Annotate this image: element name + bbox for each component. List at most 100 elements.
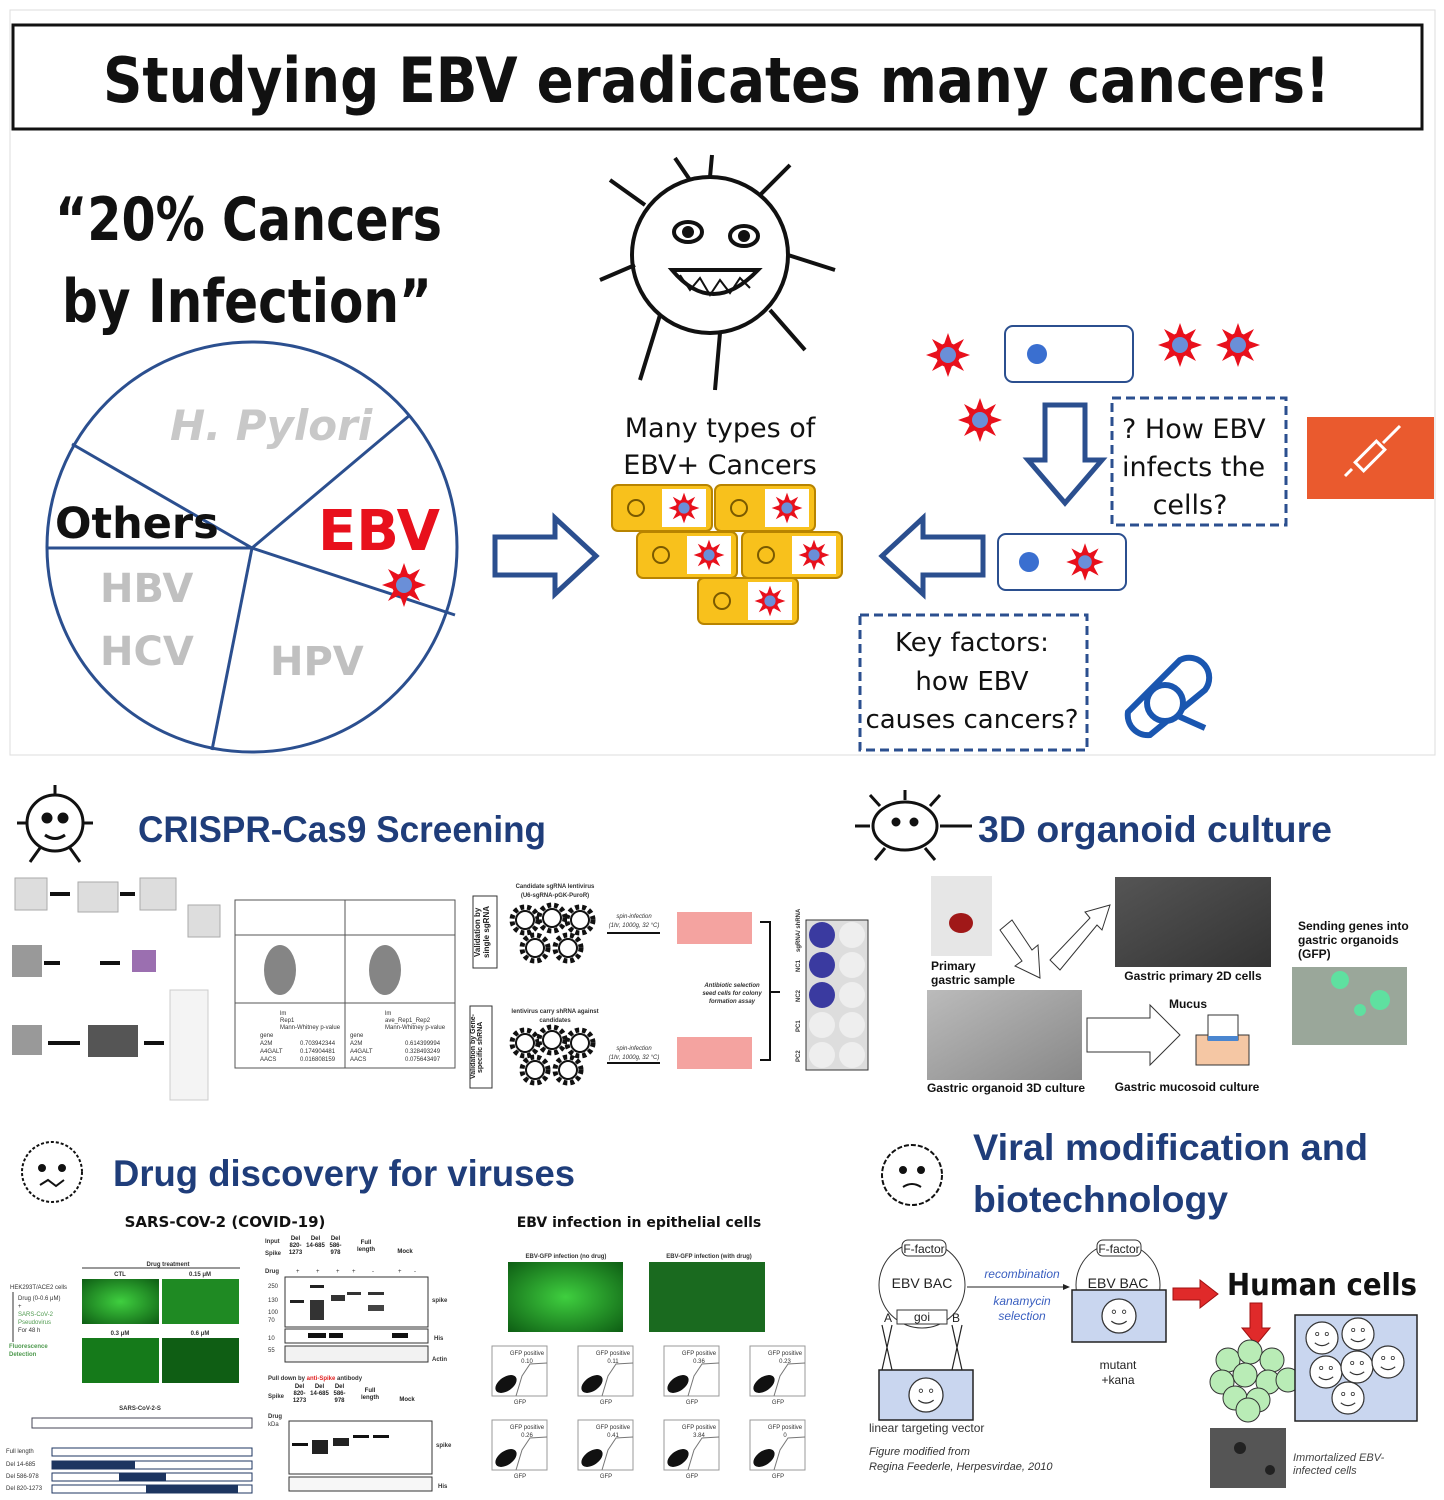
quote-line2: by Infection” xyxy=(62,267,432,337)
svg-text:Fluorescence: Fluorescence xyxy=(9,1344,48,1350)
key-factors-line3: causes cancers? xyxy=(865,705,1078,735)
svg-text:Mann-Whitney p-value: Mann-Whitney p-value xyxy=(385,1025,446,1031)
gfp-positive-label: GFP positive xyxy=(596,1425,631,1431)
viral-title-line2: biotechnology xyxy=(973,1179,1228,1220)
svg-text:Gastric organoid 3D culture: Gastric organoid 3D culture xyxy=(927,1081,1085,1095)
gfp-positive-value: 3.84 xyxy=(693,1433,705,1439)
gfp-axis-label: GFP xyxy=(514,1400,526,1406)
svg-text:+: + xyxy=(18,1304,22,1310)
key-factors-line2: how EBV xyxy=(915,667,1028,697)
svg-text:0.016808159: 0.016808159 xyxy=(300,1057,336,1063)
syringe-icon xyxy=(1343,424,1402,478)
quote-line1: “20% Cancers xyxy=(55,185,442,255)
pulldown-column-header: Mock xyxy=(399,1397,415,1403)
viral-title-line1: Viral modification and xyxy=(973,1127,1368,1168)
svg-text:A4GALT: A4GALT xyxy=(350,1049,373,1055)
pie-label-ebv: EBV xyxy=(318,499,441,564)
svg-text:sgRNA/ shRNA: sgRNA/ shRNA xyxy=(796,908,802,952)
svg-text:NC2: NC2 xyxy=(796,989,802,1002)
svg-text:Antibiotic selection: Antibiotic selection xyxy=(703,983,760,989)
gfp-positive-value: 0.11 xyxy=(607,1359,619,1365)
how-infects-box xyxy=(1110,396,1288,527)
gfp-positive-value: 0.23 xyxy=(779,1359,791,1365)
gfp-axis-label: GFP xyxy=(600,1400,612,1406)
gfp-positive-label: GFP positive xyxy=(768,1425,803,1431)
svg-text:Del 586-978: Del 586-978 xyxy=(6,1474,39,1480)
svg-text:SARS-CoV-2: SARS-CoV-2 xyxy=(18,1312,54,1318)
key-factors-line1: Key factors: xyxy=(895,628,1049,658)
monster-virus-icon xyxy=(599,154,836,391)
many-types-line2: EBV+ Cancers xyxy=(623,450,817,481)
svg-text:0.174904481: 0.174904481 xyxy=(300,1049,336,1055)
svg-text:lm: lm xyxy=(385,1011,391,1017)
svg-text:seed cells for colony: seed cells for colony xyxy=(702,991,762,997)
svg-text:goi: goi xyxy=(914,1310,930,1324)
svg-text:0.703942344: 0.703942344 xyxy=(300,1041,336,1047)
svg-text:Detection: Detection xyxy=(9,1352,37,1358)
validation-shrna-label: Validation by Gene-specific shRNA xyxy=(470,1014,484,1080)
svg-text:ave_Rep1_Rep2: ave_Rep1_Rep2 xyxy=(385,1018,431,1024)
many-types-line1: Many types of xyxy=(625,413,817,444)
svg-text:-: - xyxy=(372,1269,374,1275)
fuzzy-virus-icon xyxy=(881,1144,943,1206)
svg-text:0.075643497: 0.075643497 xyxy=(405,1057,441,1063)
svg-text:Primary: Primary xyxy=(931,959,976,973)
svg-text:EBV-GFP infection (no drug): EBV-GFP infection (no drug) xyxy=(526,1254,607,1260)
svg-text:CTL: CTL xyxy=(114,1272,126,1278)
sars-title: SARS-COV-2 (COVID-19) xyxy=(125,1213,326,1231)
organoid-figure: Primary gastric sample Gastric primary 2… xyxy=(927,876,1409,1095)
gfp-axis-label: GFP xyxy=(772,1474,784,1480)
svg-text:10: 10 xyxy=(268,1336,275,1342)
bac-recombination-diagram: F-factor EBV BAC goi A B linear targetin… xyxy=(869,1239,1418,1488)
svg-text:Drug treatment: Drug treatment xyxy=(146,1262,189,1268)
svg-text:EBV-GFP infection (with drug): EBV-GFP infection (with drug) xyxy=(666,1254,752,1260)
svg-text:Candidate sgRNA lentivirus: Candidate sgRNA lentivirus xyxy=(516,884,595,890)
arrow-down-icon xyxy=(1022,402,1108,507)
syringe-tile xyxy=(1307,417,1434,499)
gfp-axis-label: GFP xyxy=(772,1400,784,1406)
svg-text:-: - xyxy=(414,1269,416,1275)
title-box xyxy=(11,23,1424,131)
screening-results-table: lm Rep1 Mann-Whitney p-value lm ave_Rep1… xyxy=(234,899,456,1069)
svg-text:+: + xyxy=(336,1269,340,1275)
crispr-title: CRISPR-Cas9 Screening xyxy=(138,809,546,850)
svg-text:0.614399994: 0.614399994 xyxy=(405,1041,441,1047)
page-title: Studying EBV eradicates many cancers! xyxy=(103,44,1330,117)
svg-text:100: 100 xyxy=(268,1310,279,1316)
svg-text:+: + xyxy=(352,1269,356,1275)
svg-text:70: 70 xyxy=(268,1318,275,1324)
svg-text:His: His xyxy=(434,1336,444,1342)
pulldown-column-header: Del 820-1273 xyxy=(292,1384,307,1404)
spiky-virus-icon xyxy=(855,790,972,861)
svg-text:selection: selection xyxy=(998,1309,1046,1323)
svg-text:+: + xyxy=(296,1269,300,1275)
svg-text:His: His xyxy=(438,1484,448,1490)
svg-text:Mucus: Mucus xyxy=(1169,997,1207,1011)
gfp-positive-label: GFP positive xyxy=(596,1351,631,1357)
pie-label-others: Others xyxy=(55,499,219,549)
svg-text:+: + xyxy=(316,1269,320,1275)
svg-text:kanamycin: kanamycin xyxy=(993,1294,1051,1308)
gfp-axis-label: GFP xyxy=(686,1474,698,1480)
svg-text:HEK293T/ACE2 cells: HEK293T/ACE2 cells xyxy=(10,1285,67,1291)
gfp-axis-label: GFP xyxy=(600,1474,612,1480)
svg-text:Regina Feederle, Herpesvirdae,: Regina Feederle, Herpesvirdae, 2010 xyxy=(869,1461,1053,1473)
svg-text:0.328493249: 0.328493249 xyxy=(405,1049,441,1055)
svg-text:candidates: candidates xyxy=(539,1018,571,1024)
how-question-line3: cells? xyxy=(1153,490,1228,521)
ebv-gfp-figure: EBV-GFP infection (no drug) EBV-GFP infe… xyxy=(508,1254,765,1332)
svg-text:F-factor: F-factor xyxy=(1098,1242,1139,1256)
svg-text:Rep1: Rep1 xyxy=(280,1018,295,1024)
pie-label-hcv: HCV xyxy=(100,629,194,675)
svg-text:+: + xyxy=(398,1269,402,1275)
pie-label-h-pylori: H. Pylori xyxy=(170,401,373,450)
blot-column-header: Mock xyxy=(397,1249,413,1255)
pulldown-column-header: Full length xyxy=(361,1388,379,1401)
svg-text:+kana: +kana xyxy=(1101,1373,1134,1387)
